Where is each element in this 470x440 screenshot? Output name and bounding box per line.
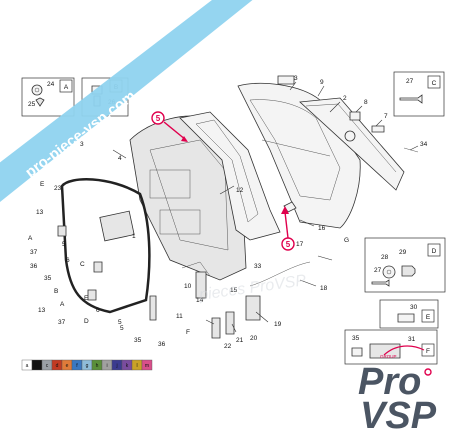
swatch-label-f: f bbox=[76, 363, 78, 369]
detail-box-d: D 28 29 27 bbox=[364, 237, 446, 293]
part-number-6a: 6 bbox=[66, 257, 70, 264]
callout-bottom-number: 5 bbox=[286, 240, 291, 249]
swatch-label-j: j bbox=[115, 363, 117, 369]
swatch-label-a: a bbox=[26, 363, 29, 369]
logo-tag: GROUP bbox=[380, 354, 397, 359]
part-number-5b: 5 bbox=[120, 325, 124, 332]
part-number-33: 33 bbox=[254, 263, 262, 270]
part-number-16: 16 bbox=[318, 225, 326, 232]
part-number-35b: 35 bbox=[134, 337, 142, 344]
part-number-35a: 35 bbox=[44, 275, 52, 282]
part-label-e2: E bbox=[84, 295, 89, 302]
detail-box-f-letter: F bbox=[426, 348, 430, 355]
part-number-11: 11 bbox=[176, 313, 183, 320]
inner-trim-frame bbox=[179, 111, 281, 241]
part-label-g1: G bbox=[344, 237, 349, 244]
detail-box-d-letter: D bbox=[432, 248, 437, 255]
part-number-2: 2 bbox=[343, 95, 347, 102]
detail-box-a-letter: A bbox=[64, 84, 69, 91]
part-label-e1: E bbox=[40, 181, 45, 188]
part-label-b1: B bbox=[54, 288, 58, 295]
detail-box-e-letter: E bbox=[426, 314, 431, 321]
swatch-label-m: m bbox=[145, 363, 149, 369]
part-number-23: 23 bbox=[54, 185, 62, 192]
callout-top: 5 bbox=[151, 111, 188, 142]
swatch-m bbox=[141, 359, 153, 371]
part-number-12: 12 bbox=[236, 187, 244, 194]
part-number-37b: 37 bbox=[58, 319, 66, 326]
detail-box-f: F 35 31 bbox=[344, 329, 438, 365]
small-hardware bbox=[57, 75, 419, 339]
part-label-c1: C bbox=[80, 261, 85, 268]
part-number-1: 1 bbox=[132, 233, 136, 240]
part-number-6b: 6 bbox=[96, 307, 100, 314]
swatch-label-d: d bbox=[56, 363, 59, 369]
part-number-13b: 13 bbox=[38, 307, 46, 314]
part-numbers: 3 4 12 3 9 2 8 7 34 E 23 13 A 37 36 5 6 … bbox=[28, 75, 428, 350]
swatch-label-g: g bbox=[86, 363, 89, 369]
part-number-19: 19 bbox=[274, 321, 282, 328]
part-number-3: 3 bbox=[294, 75, 298, 82]
swatch-label-i: i bbox=[106, 363, 107, 369]
color-swatch-strip: a b c d e f g h i j k l m bbox=[21, 359, 153, 371]
swatch-label-e: e bbox=[66, 363, 69, 369]
part-number-20: 20 bbox=[250, 335, 258, 342]
swatch-label-k: k bbox=[126, 363, 129, 369]
detail-box-c-letter: C bbox=[432, 80, 437, 87]
part-number-13a: 13 bbox=[36, 209, 44, 216]
detail-box-e-part-30: 30 bbox=[410, 304, 418, 311]
lock-mechanism bbox=[99, 210, 311, 287]
part-label-d1: D bbox=[84, 318, 89, 325]
part-label-a1: A bbox=[28, 235, 33, 242]
part-number-8: 8 bbox=[364, 99, 368, 106]
part-number-15: 15 bbox=[230, 287, 238, 294]
leader-lines bbox=[112, 81, 419, 333]
detail-box-a: A 24 25 bbox=[21, 77, 75, 117]
swatch-label-l: l bbox=[136, 363, 137, 369]
detail-box-f-part-31: 31 bbox=[408, 336, 416, 343]
detail-box-d-part-29: 29 bbox=[399, 249, 407, 256]
part-number-18: 18 bbox=[320, 285, 328, 292]
part-number-4: 4 bbox=[118, 155, 122, 162]
detail-box-c-part-27: 27 bbox=[406, 78, 414, 85]
part-number-9: 9 bbox=[320, 79, 324, 86]
detail-box-c: C 27 bbox=[393, 71, 445, 117]
part-label-a2: A bbox=[60, 301, 65, 308]
part-number-21: 21 bbox=[236, 337, 244, 344]
detail-box-d-part-28: 28 bbox=[381, 254, 389, 261]
detail-box-a-part-24: 24 bbox=[47, 81, 55, 88]
detail-box-f-part-35: 35 bbox=[352, 335, 360, 342]
swatch-label-h: h bbox=[96, 363, 99, 369]
part-number-7: 7 bbox=[384, 113, 388, 120]
swatch-label-b: b bbox=[36, 363, 39, 369]
logo-word-vsp: VSP bbox=[360, 395, 437, 437]
logo-accent-dot bbox=[424, 368, 432, 376]
part-number-22: 22 bbox=[224, 343, 232, 350]
callout-top-number: 5 bbox=[156, 114, 161, 123]
part-number-5c: 5 bbox=[118, 319, 122, 326]
provsp-logo: GROUP Pro VSP bbox=[358, 345, 437, 437]
part-number-36a: 36 bbox=[30, 263, 38, 270]
part-number-17: 17 bbox=[296, 241, 304, 248]
swatch-label-c: c bbox=[46, 363, 49, 369]
door-seal bbox=[60, 178, 151, 314]
part-label-f1: F bbox=[186, 329, 190, 336]
part-number-37a: 37 bbox=[30, 249, 38, 256]
part-number-14: 14 bbox=[196, 297, 204, 304]
detail-box-e: E 30 bbox=[379, 299, 439, 329]
part-number-3b: 3 bbox=[80, 141, 84, 148]
logo-word-pro: Pro bbox=[358, 361, 421, 403]
part-number-34: 34 bbox=[420, 141, 428, 148]
detail-box-d-part-27: 27 bbox=[374, 267, 382, 274]
part-number-10: 10 bbox=[184, 283, 192, 290]
callout-bottom: 5 bbox=[281, 206, 295, 251]
part-number-36b: 36 bbox=[158, 341, 166, 348]
part-number-5a: 5 bbox=[62, 241, 66, 248]
detail-box-a-part-25: 25 bbox=[28, 101, 36, 108]
